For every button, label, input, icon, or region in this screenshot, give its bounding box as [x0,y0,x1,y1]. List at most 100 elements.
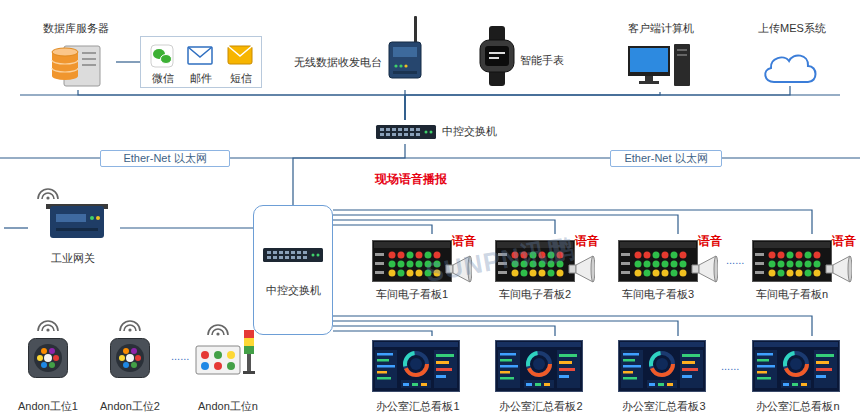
andon-stations [247,354,251,372]
node-label: 语音 [832,234,857,248]
node-label: 中控交换机 [254,284,332,297]
connector-line [78,90,405,120]
node-label: 微信 [145,72,181,85]
node-label: 短信 [223,72,259,85]
andon-stations [29,321,256,378]
andon-stations [244,346,254,354]
workshop-board: 语音车间电子看板n [752,234,859,304]
database-server-icon [52,72,78,80]
computer-icon [677,54,687,56]
wechat-icon [151,45,173,67]
computer-icon [677,49,687,51]
wechat-icon [161,55,172,64]
node-label: Andon工位n [190,400,266,413]
radio-icon [389,42,421,78]
gateway-wifi [38,189,58,200]
andon-stations [244,330,254,338]
hub-switch-icon [263,248,323,262]
workshop-board: 语音车间电子看板3 [618,234,725,304]
wechat-icon [151,45,173,67]
radio-icon [399,64,402,67]
andon-stations [29,339,68,378]
node-label: 智能手表 [520,54,570,67]
database-server-icon [82,52,96,54]
ethernet-tag: Ether-Net 以太网 [610,150,722,167]
database-server-icon [82,64,96,66]
gateway-icon [56,228,98,231]
andon-stations [208,325,228,336]
office-board: 办公室汇总看板1 [372,336,466,414]
switch-hub-box: 中控交换机 [253,205,333,335]
database-server-icon [52,48,78,56]
node-label: 车间电子看板1 [372,288,452,301]
andon-stations [244,338,254,346]
smart-watch-icon [489,52,505,54]
computer-icon [628,44,690,86]
node-label: 工业网关 [28,252,118,265]
radio-icon [414,16,417,44]
watch-node: 智能手表 [472,24,572,86]
mail-icon [188,47,212,64]
database-server-icon [52,46,100,86]
node-label: 办公室汇总看板3 [618,400,710,413]
ellipsis-dots: ...... [726,254,744,267]
radio-icon [404,64,407,67]
smart-watch-icon [485,46,509,66]
andon-station: Andon工位n [190,314,268,414]
office-boards [496,341,583,392]
workshop-boards [753,241,832,282]
node-label: 中控交换机 [442,125,512,138]
andon-stations [111,339,150,378]
workshop-boards [619,241,698,282]
computer-icon [639,81,659,84]
watermark: SUNPN讯鹏 [424,233,577,287]
node-label: 车间电子看板n [752,288,832,301]
andon-stations [227,362,235,370]
computer-icon [628,46,670,76]
computer-node: 客户端计算机 [618,22,706,92]
node-label: Ether-Net 以太网 [611,152,721,165]
gateway-icon [90,216,94,220]
node-label: Ether-Net 以太网 [101,152,229,165]
switch-node: 中控交换机 [372,120,514,144]
office-board: 办公室汇总看板3 [618,336,712,414]
radio-icon [393,71,417,74]
radio-icon [393,47,417,57]
node-label: 车间电子看板2 [495,288,575,301]
office-boards [753,341,840,392]
ethernet-tag: Ether-Net 以太网 [100,150,230,167]
connector-line [116,61,140,62]
mail-icon [188,47,212,57]
radio-icon [389,16,421,78]
andon-stations [196,346,240,374]
node-label: 办公室汇总看板1 [372,400,464,413]
connector-line [120,227,253,228]
workshop-boards [692,256,718,282]
ellipsis-dots: ...... [171,350,189,363]
node-label: 车间电子看板3 [618,288,698,301]
node-label: 办公室汇总看板2 [495,400,587,413]
sms-icon [228,46,252,64]
voice-note: 现场语音播报 [375,172,447,186]
cloud-icon [765,55,815,82]
connector-line [333,220,555,234]
gateway-icon [96,216,100,220]
andon-stations [214,362,222,370]
connector-line [333,321,678,336]
connector-line [333,326,555,336]
node-label: 无线数据收发电台 [294,56,386,69]
connector-line [405,92,660,120]
ellipsis-dots: ...... [721,360,739,373]
connector-line [333,215,678,234]
gateway-icon [56,214,86,222]
node-label: 邮件 [183,72,219,85]
smart-watch-icon [480,26,514,86]
andon-stations [38,321,58,332]
node-label: 语音 [575,234,600,248]
gateway-stub-line [4,227,28,228]
node-label: 数据库服务器 [38,22,114,35]
database-server-icon [82,58,96,60]
mail-icon [188,47,212,64]
node-label: 语音 [452,234,477,248]
